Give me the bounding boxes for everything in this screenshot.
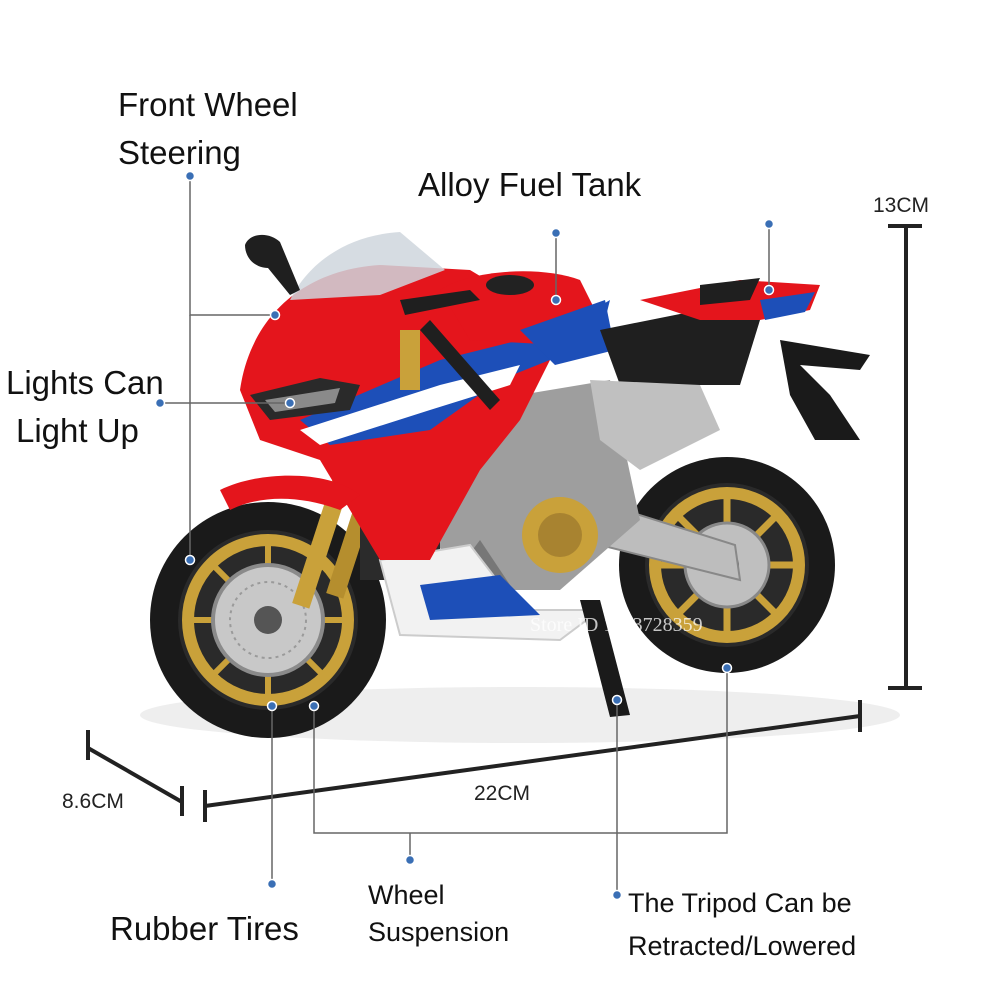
label-alloy-fuel-tank: Alloy Fuel Tank: [418, 166, 642, 203]
windscreen: [290, 232, 445, 300]
width-dimension: [86, 730, 184, 816]
height-dimension: [888, 224, 922, 690]
mirror: [245, 234, 300, 295]
label-rubber-tires: Rubber Tires: [110, 910, 299, 947]
handlebar: [400, 290, 480, 315]
label-front-wheel-steering: Front Wheel Steering: [118, 86, 298, 171]
width-dimension-label: 8.6CM: [62, 790, 124, 813]
watermark: Store ID 1103728359: [530, 614, 703, 636]
seat: [600, 310, 760, 385]
length-dimension-label: 22CM: [474, 782, 531, 805]
label-wheel-suspension: Wheel Suspension: [368, 880, 510, 948]
label-tripod: The Tripod Can be Retracted/Lowered: [628, 888, 857, 962]
front-fender: [220, 475, 360, 510]
kickstand: [580, 600, 630, 717]
callout-dots: [154, 170, 775, 901]
label-lights: Lights Can Light Up: [6, 364, 164, 449]
height-dimension-label: 13CM: [873, 194, 930, 217]
license-plate-holder: [780, 340, 870, 440]
callout-lines: [160, 176, 770, 895]
